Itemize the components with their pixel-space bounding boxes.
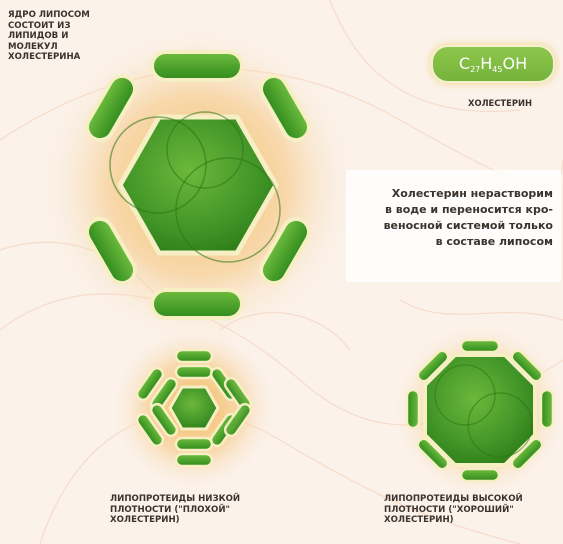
formula-c-count: 27 (470, 65, 480, 74)
ldl-label: ЛИПОПРОТЕИДЫ НИЗКОЙ ПЛОТНОСТИ ("ПЛОХОЙ" … (110, 494, 300, 526)
ldl-liposome (109, 323, 279, 493)
formula-c: C (459, 54, 470, 73)
formula-oh: OH (502, 54, 527, 73)
cholesterol-label: ХОЛЕСТЕРИН (468, 98, 532, 108)
core-label: ЯДРО ЛИПОСОМ СОСТОИТ ИЗ ЛИПИДОВ И МОЛЕКУ… (8, 10, 128, 63)
hdl-liposome (390, 320, 563, 500)
cholesterol-formula: C27H45OH (431, 45, 555, 83)
note-text: Холестерин нерастворим в воде и переноси… (353, 186, 553, 250)
large-liposome (33, 20, 363, 350)
hdl-label: ЛИПОПРОТЕИДЫ ВЫСОКОЙ ПЛОТНОСТИ ("ХОРОШИЙ… (384, 494, 559, 526)
formula-h: H (480, 54, 492, 73)
formula-h-count: 45 (492, 65, 502, 74)
